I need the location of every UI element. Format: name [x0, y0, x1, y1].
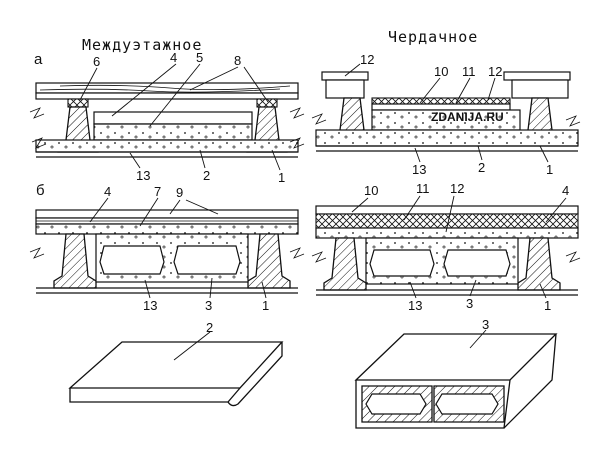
heading-interfloor: Междуэтажное [82, 36, 202, 54]
b-attic-callout-4: 4 [562, 183, 569, 198]
callout-4: 4 [170, 50, 177, 65]
panel-hollow-top [354, 333, 558, 381]
b-attic-top [315, 205, 579, 215]
fill-slab [93, 123, 253, 141]
callout-5: 5 [196, 50, 203, 65]
b-callout-7: 7 [154, 184, 161, 199]
sleeper-left [325, 79, 365, 99]
panel-callout-2: 2 [206, 320, 213, 335]
b-beam-left [53, 233, 97, 289]
heading-attic: Чердачное [388, 28, 478, 46]
panel-hollow-void-1 [365, 393, 427, 415]
attic-callout-1: 1 [546, 162, 553, 177]
attic-callout-13: 13 [412, 162, 426, 177]
b-finish-floor [35, 209, 299, 219]
panel-hollow-front [355, 379, 511, 429]
b-attic-callout-12: 12 [450, 181, 464, 196]
callout-6: 6 [93, 54, 100, 69]
b-callout-1: 1 [262, 298, 269, 313]
b-attic-callout-13: 13 [408, 298, 422, 313]
b-fill [35, 223, 299, 235]
subfloor [35, 92, 299, 100]
callout-2: 2 [203, 168, 210, 183]
b-void-1 [99, 245, 165, 275]
b-callout-4: 4 [104, 184, 111, 199]
panel-hollow-void-2 [435, 393, 499, 415]
b-attic-callout-1: 1 [544, 298, 551, 313]
b-callout-3: 3 [205, 298, 212, 313]
panel-solid-side [227, 342, 283, 407]
row-letter-a: а [34, 51, 43, 68]
walkway-right [503, 71, 571, 81]
attic-ceiling [315, 129, 579, 147]
section-b-interfloor: 4 7 9 13 3 1 [29, 184, 305, 313]
attic-callout-10: 10 [434, 64, 448, 79]
row-letter-b: б [36, 182, 45, 199]
callout-8: 8 [234, 53, 241, 68]
callout-1: 1 [278, 170, 285, 185]
b-attic-beam-right [517, 237, 561, 291]
b-attic-void-1 [369, 249, 435, 277]
b-attic-callout-11: 11 [416, 181, 430, 196]
panel-solid-front [69, 387, 241, 403]
sleeper-right [511, 79, 569, 99]
b-attic-callout-10: 10 [364, 183, 378, 198]
panel-hollow-side [503, 333, 557, 429]
attic-callout-12-top: 12 [360, 52, 374, 67]
section-a-attic: 12 10 11 12 ZDANIJA.RU 13 2 1 [311, 52, 581, 177]
attic-callout-12: 12 [488, 64, 502, 79]
insulation-layer [93, 111, 253, 125]
attic-callout-11: 11 [462, 64, 476, 79]
b-attic-void-2 [443, 249, 511, 277]
panel-callout-3: 3 [482, 317, 489, 332]
b-beam-right [247, 233, 291, 289]
section-a-interfloor: 6 4 5 8 13 2 1 [29, 50, 305, 185]
watermark: ZDANIJA.RU [431, 110, 504, 124]
pad-left [67, 98, 89, 108]
callout-13: 13 [136, 168, 150, 183]
panel-hollow: 3 [354, 317, 558, 429]
panel-solid: 2 [68, 320, 284, 407]
panel-solid-top [68, 341, 284, 389]
section-b-attic: 10 11 12 4 13 3 1 [311, 181, 581, 313]
attic-callout-2: 2 [478, 160, 485, 175]
b-attic-callout-3: 3 [466, 296, 473, 311]
ceiling-slab [35, 139, 299, 153]
vapor-layer [371, 97, 511, 105]
b-callout-9: 9 [176, 185, 183, 200]
b-attic-beam-left [323, 237, 367, 291]
b-callout-13: 13 [143, 298, 157, 313]
b-void-2 [173, 245, 241, 275]
